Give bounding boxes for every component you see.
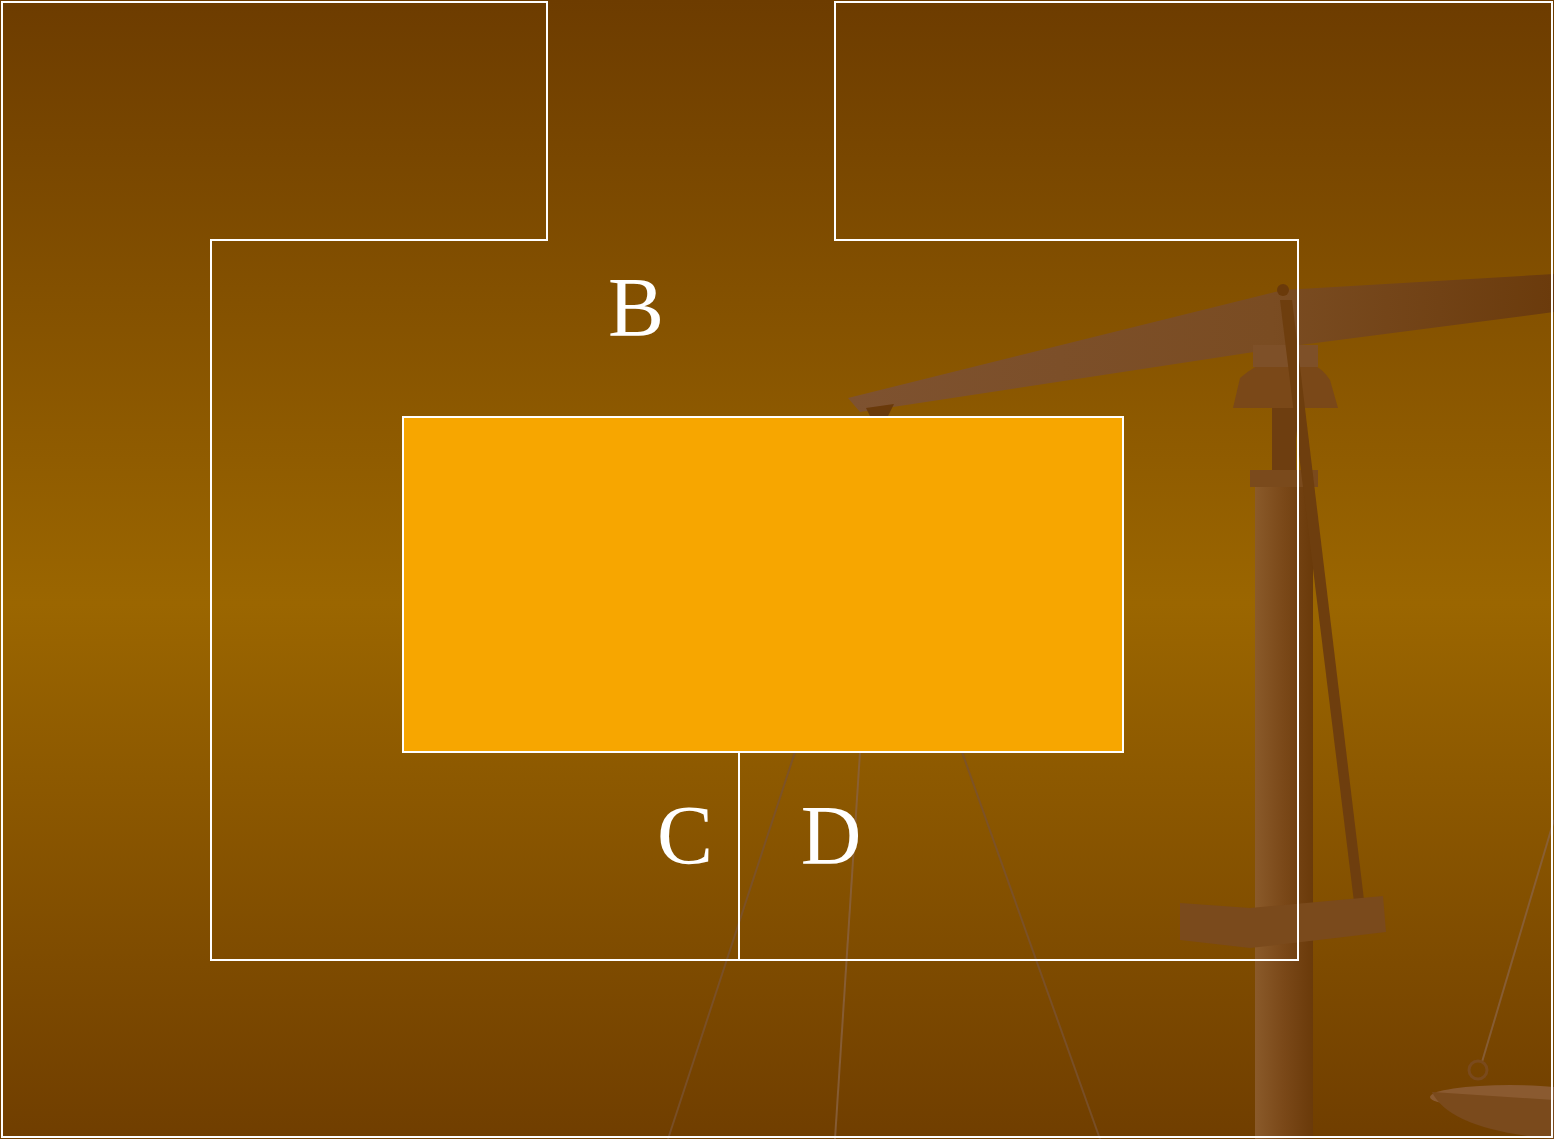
region-label-holder: C: [657, 794, 713, 878]
region-label: B: [608, 266, 664, 350]
region-label: C: [657, 794, 713, 878]
divider-line: [738, 752, 740, 960]
region-label: D: [801, 794, 862, 878]
region-label-holder: D: [801, 794, 862, 878]
region-label-holder: B: [608, 266, 664, 350]
filled-rectangle: [403, 417, 1123, 752]
